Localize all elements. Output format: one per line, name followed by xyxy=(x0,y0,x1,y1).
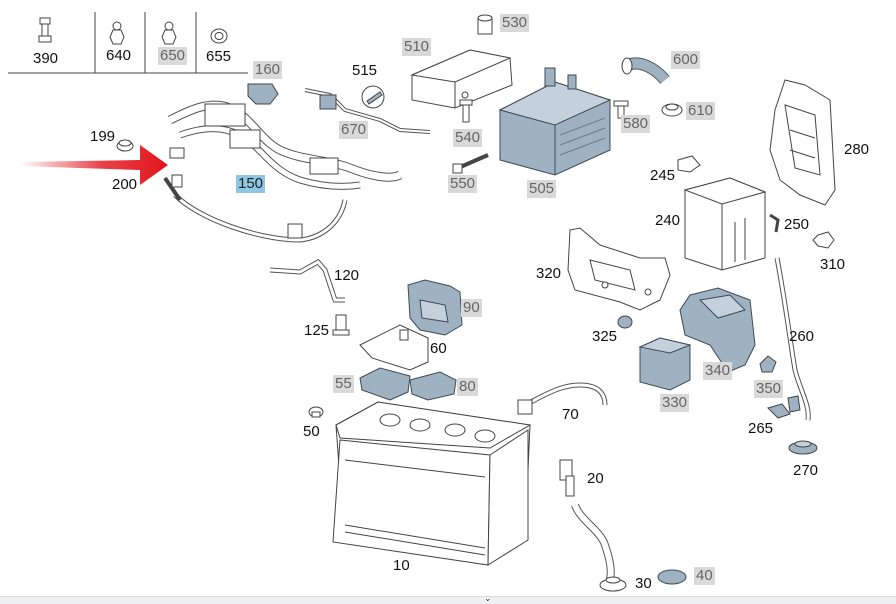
label-240[interactable]: 240 xyxy=(655,212,681,229)
label-320[interactable]: 320 xyxy=(536,265,562,282)
label-245[interactable]: 245 xyxy=(650,167,676,184)
part-655-grommet xyxy=(210,28,228,44)
label-310[interactable]: 310 xyxy=(820,256,846,273)
label-20[interactable]: 20 xyxy=(587,470,604,487)
part-515-screw xyxy=(361,85,385,109)
bottom-scroll-strip xyxy=(0,596,896,604)
label-200[interactable]: 200 xyxy=(112,176,138,193)
label-325[interactable]: 325 xyxy=(592,328,618,345)
part-150-harness xyxy=(163,100,403,243)
part-670-bracket xyxy=(304,88,431,134)
part-245-clip xyxy=(677,155,701,173)
part-610-nut xyxy=(661,103,683,117)
part-60-cover xyxy=(359,324,429,371)
part-200-connector xyxy=(169,147,185,188)
part-540-bolt xyxy=(459,99,473,123)
label-580[interactable]: 580 xyxy=(621,115,651,133)
label-40[interactable]: 40 xyxy=(694,567,715,585)
part-10-main-battery xyxy=(332,401,532,566)
label-530[interactable]: 530 xyxy=(500,14,530,32)
label-70[interactable]: 70 xyxy=(562,406,579,423)
part-320-bracket xyxy=(567,227,671,311)
label-640[interactable]: 640 xyxy=(106,47,132,64)
part-310-nut xyxy=(812,231,835,249)
drain-tube xyxy=(571,503,615,581)
part-70-cable xyxy=(517,382,608,415)
part-50-plug xyxy=(308,406,324,418)
label-55[interactable]: 55 xyxy=(333,375,354,393)
label-60[interactable]: 60 xyxy=(430,340,447,357)
part-199-grommet xyxy=(116,139,134,152)
pointer-arrow xyxy=(20,145,168,185)
label-125[interactable]: 125 xyxy=(304,322,330,339)
small-parts-table xyxy=(8,12,248,74)
part-280-bracket xyxy=(769,79,836,206)
label-265[interactable]: 265 xyxy=(748,420,774,437)
part-240-aux-battery xyxy=(683,177,767,271)
label-655[interactable]: 655 xyxy=(206,48,232,65)
label-610[interactable]: 610 xyxy=(686,102,716,120)
label-150[interactable]: 150 xyxy=(236,175,266,193)
label-260[interactable]: 260 xyxy=(789,328,815,345)
label-50[interactable]: 50 xyxy=(303,423,320,440)
label-550[interactable]: 550 xyxy=(448,175,478,193)
part-330-module xyxy=(638,337,692,391)
part-260-cable xyxy=(774,257,811,421)
part-600-hose xyxy=(621,57,670,85)
part-250-connector xyxy=(769,213,780,233)
label-330[interactable]: 330 xyxy=(660,394,690,412)
part-120-cable xyxy=(269,258,345,303)
label-515[interactable]: 515 xyxy=(352,62,378,79)
label-280[interactable]: 280 xyxy=(844,141,870,158)
label-30[interactable]: 30 xyxy=(635,575,652,592)
label-250[interactable]: 250 xyxy=(784,216,810,233)
part-20-connector xyxy=(559,459,575,497)
part-390-bolt xyxy=(38,17,52,43)
part-270-grommet xyxy=(788,440,818,455)
part-265-clip xyxy=(767,395,801,419)
part-80-pad xyxy=(409,371,457,401)
part-125-bolt xyxy=(332,314,350,336)
part-90-cover xyxy=(407,279,463,336)
label-390[interactable]: 390 xyxy=(33,50,59,67)
label-199[interactable]: 199 xyxy=(90,128,116,145)
label-120[interactable]: 120 xyxy=(334,267,360,284)
part-640-nut xyxy=(109,21,125,45)
part-325-nut xyxy=(617,315,633,329)
label-350[interactable]: 350 xyxy=(754,380,784,398)
label-670[interactable]: 670 xyxy=(339,121,369,139)
label-505[interactable]: 505 xyxy=(527,180,557,198)
part-340-holder xyxy=(679,287,756,373)
chevron-down-icon[interactable]: ⌄ xyxy=(484,593,492,603)
part-530-cap xyxy=(477,14,493,35)
label-160[interactable]: 160 xyxy=(253,61,283,79)
label-270[interactable]: 270 xyxy=(793,462,819,479)
part-505-battery-module xyxy=(498,67,612,176)
label-510[interactable]: 510 xyxy=(402,38,432,56)
part-550-bolt xyxy=(452,153,489,174)
part-650-nut xyxy=(161,21,177,45)
label-540[interactable]: 540 xyxy=(453,129,483,147)
part-55-pad xyxy=(359,367,411,401)
label-80[interactable]: 80 xyxy=(457,378,478,396)
part-40-plug xyxy=(657,569,687,585)
label-600[interactable]: 600 xyxy=(671,51,701,69)
part-350-nut xyxy=(759,355,777,373)
part-510-control-unit xyxy=(410,49,513,109)
label-90[interactable]: 90 xyxy=(461,299,482,317)
label-10[interactable]: 10 xyxy=(393,557,410,574)
part-160-clip xyxy=(247,83,279,105)
label-340[interactable]: 340 xyxy=(703,362,733,380)
part-30-grommet xyxy=(599,576,627,592)
label-650[interactable]: 650 xyxy=(158,47,188,65)
